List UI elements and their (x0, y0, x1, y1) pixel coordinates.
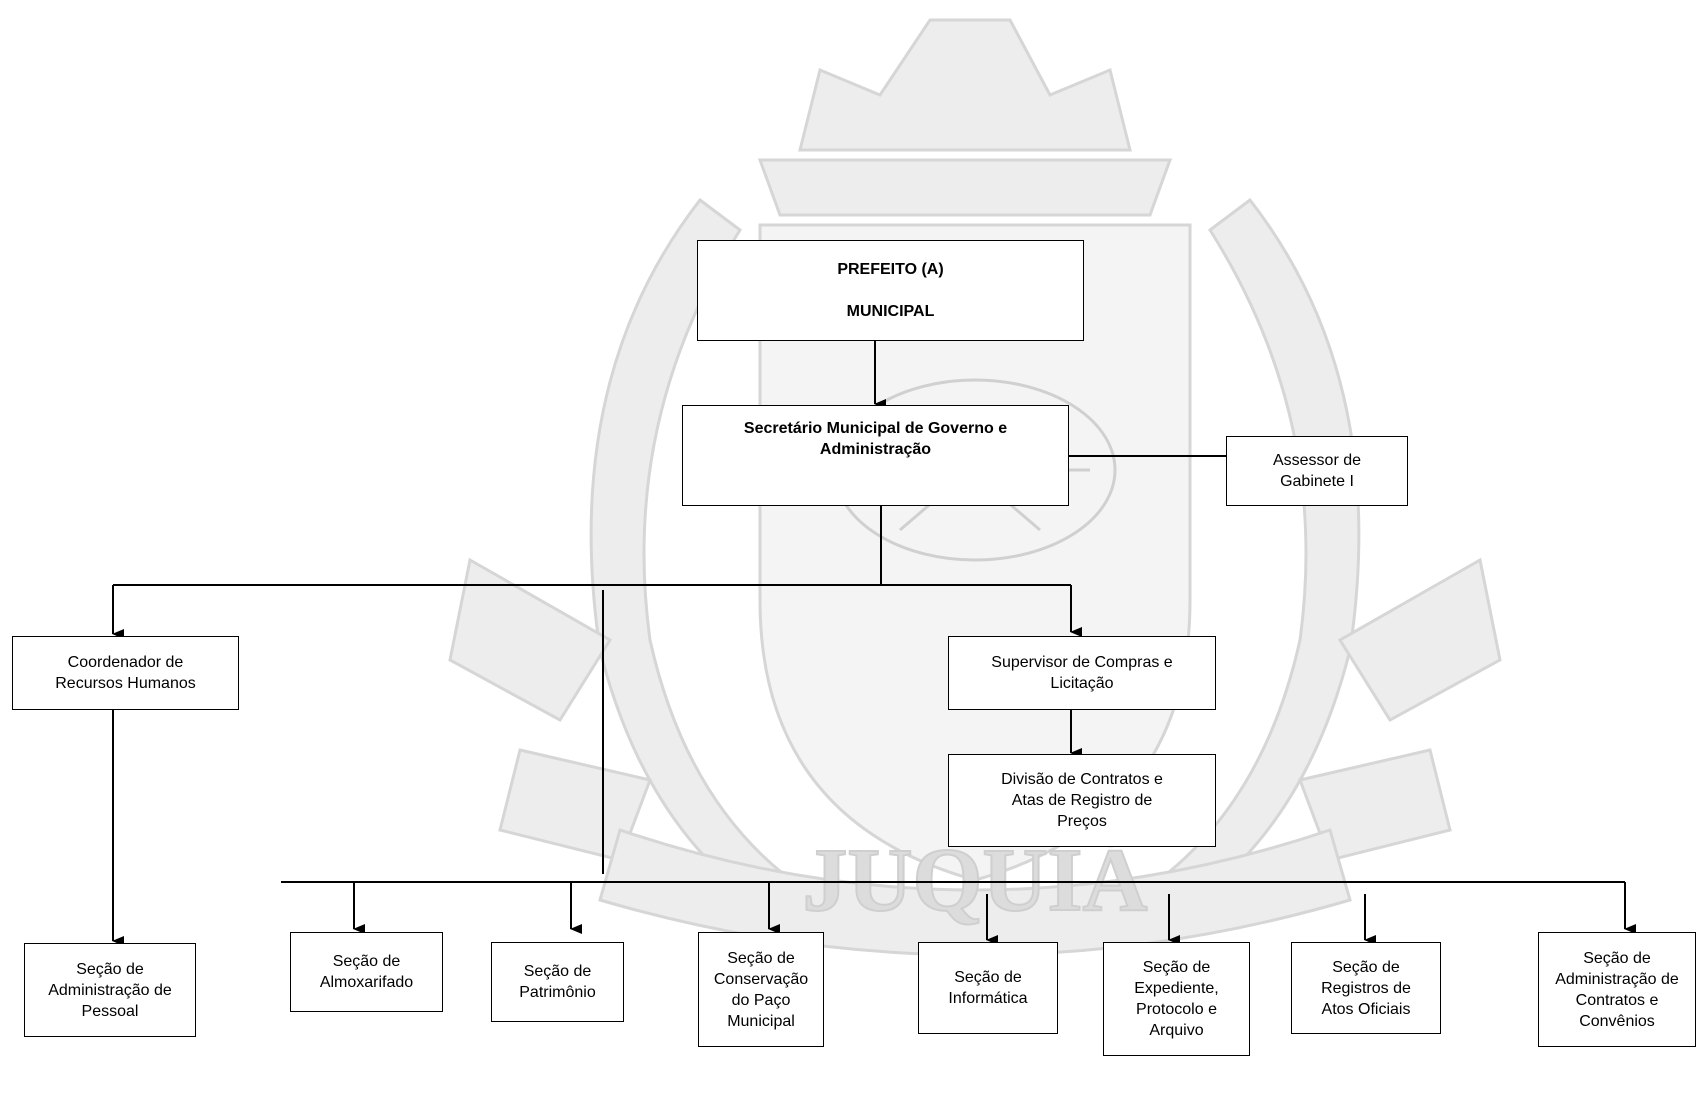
node-prefeito-label: PREFEITO (A) MUNICIPAL (837, 261, 944, 320)
node-secao-pessoal-label: Seção de Administração de Pessoal (48, 960, 172, 1020)
node-divisao-contratos-label: Divisão de Contratos e Atas de Registro … (1001, 771, 1163, 830)
node-secao-almoxarifado: Seção de Almoxarifado (290, 932, 443, 1012)
node-secao-convenios-label: Seção de Administração de Contratos e Co… (1555, 949, 1679, 1030)
node-secao-expediente: Seção de Expediente, Protocolo e Arquivo (1103, 942, 1250, 1056)
node-secao-convenios: Seção de Administração de Contratos e Co… (1538, 932, 1696, 1047)
node-secao-registros: Seção de Registros de Atos Oficiais (1291, 942, 1441, 1034)
node-coordenador-rh-label: Coordenador de Recursos Humanos (55, 654, 196, 692)
node-secao-patrimonio: Seção de Patrimônio (491, 942, 624, 1022)
node-assessor-label: Assessor de Gabinete I (1272, 452, 1362, 490)
node-divisao-contratos: Divisão de Contratos e Atas de Registro … (948, 754, 1216, 847)
node-secao-informatica: Seção de Informática (918, 942, 1058, 1034)
node-assessor: Assessor de Gabinete I (1226, 436, 1408, 506)
node-coordenador-rh: Coordenador de Recursos Humanos (12, 636, 239, 710)
node-secretario-label: Secretário Municipal de Governo e Admini… (743, 420, 1008, 458)
node-supervisor-compras-label: Supervisor de Compras e Licitação (991, 654, 1173, 692)
node-secretario: Secretário Municipal de Governo e Admini… (682, 405, 1069, 506)
node-secao-expediente-label: Seção de Expediente, Protocolo e Arquivo (1134, 959, 1219, 1039)
node-secao-almoxarifado-label: Seção de Almoxarifado (319, 953, 414, 991)
node-secao-conservacao: Seção de Conservação do Paço Municipal (698, 932, 824, 1047)
node-secao-informatica-label: Seção de Informática (948, 969, 1028, 1007)
node-supervisor-compras: Supervisor de Compras e Licitação (948, 636, 1216, 710)
node-secao-patrimonio-label: Seção de Patrimônio (519, 963, 596, 1001)
node-secao-pessoal: Seção de Administração de Pessoal (24, 943, 196, 1037)
node-prefeito: PREFEITO (A) MUNICIPAL (697, 240, 1084, 341)
node-secao-registros-label: Seção de Registros de Atos Oficiais (1321, 958, 1411, 1018)
node-secao-conservacao-label: Seção de Conservação do Paço Municipal (713, 949, 809, 1030)
